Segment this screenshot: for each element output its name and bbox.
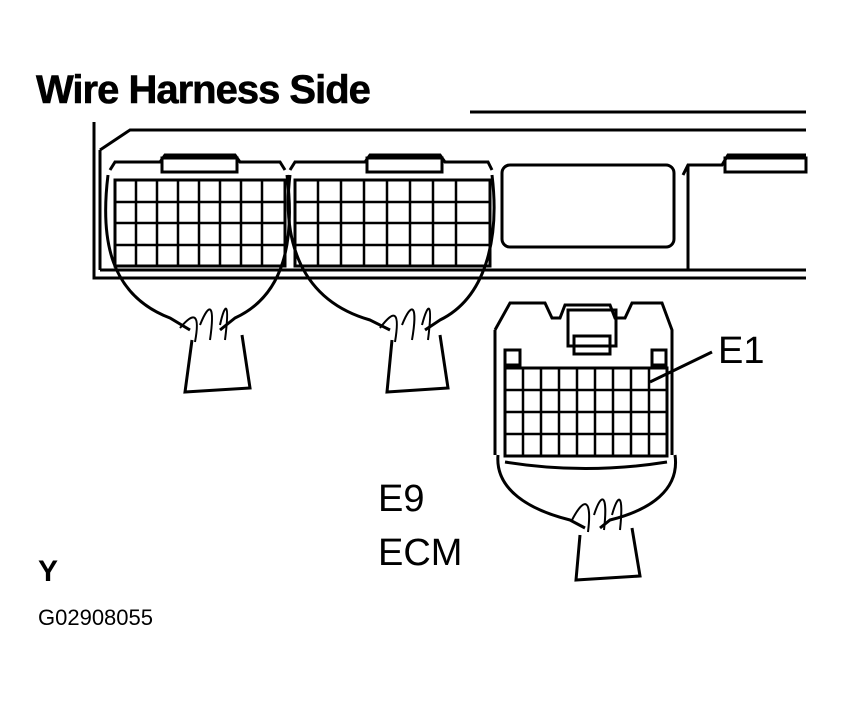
ecm-connector-right bbox=[681, 153, 808, 270]
e1-harness-connector bbox=[493, 301, 678, 582]
label-y: Y bbox=[38, 555, 59, 588]
ecm-housing bbox=[92, 110, 806, 280]
label-e9: E9 bbox=[378, 478, 425, 520]
diagram-title: Wire Harness Side bbox=[36, 68, 372, 113]
e1-leader-line bbox=[649, 350, 713, 384]
figure-code: G02908055 bbox=[38, 605, 153, 630]
label-ecm: ECM bbox=[378, 532, 463, 574]
ecm-connector-left bbox=[104, 153, 291, 394]
ecm-blank-panel bbox=[500, 163, 676, 249]
ecm-connector-middle bbox=[286, 153, 496, 394]
label-e1: E1 bbox=[718, 330, 765, 372]
